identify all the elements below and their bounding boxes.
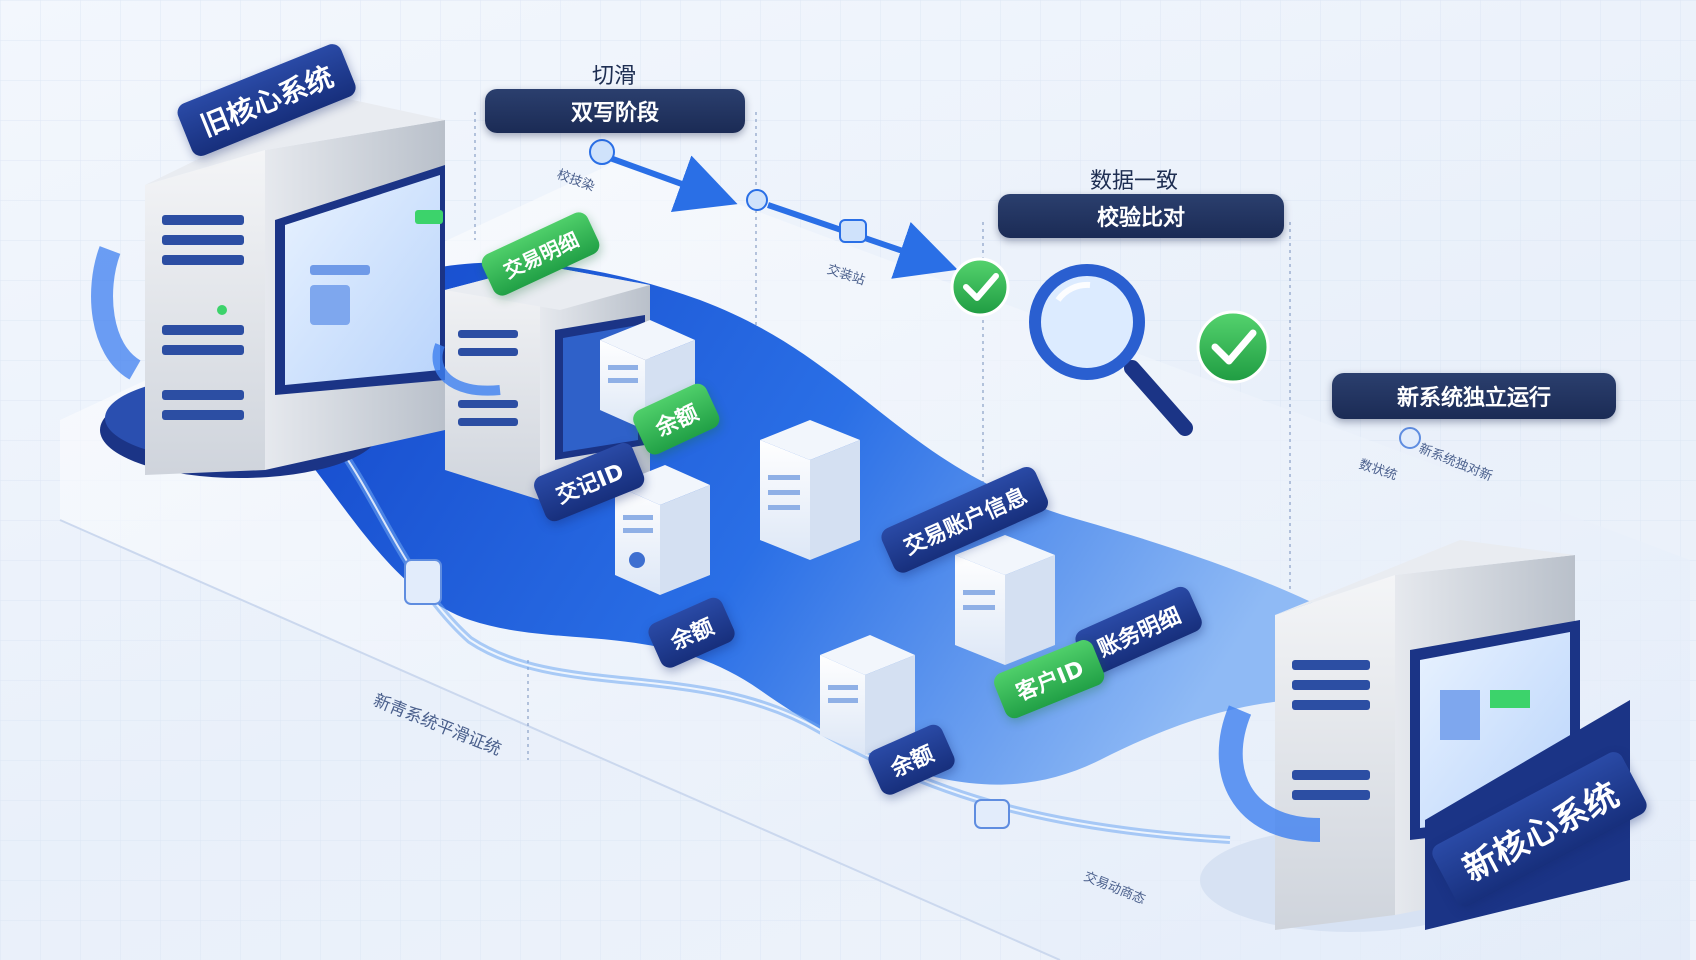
magnifier-icon — [1029, 264, 1193, 436]
verify-caption: 数据一致 — [1090, 169, 1179, 194]
data-documents — [600, 320, 1055, 755]
check-icon — [1196, 310, 1270, 384]
independent-stage-label: 新系统独立运行 — [1332, 373, 1616, 419]
old-core-server — [91, 95, 445, 478]
dual-write-stage-label: 双写阶段 — [485, 89, 745, 133]
cutover-caption: 切滑 — [592, 64, 637, 89]
check-icon — [950, 257, 1010, 317]
verify-stage-label: 校验比对 — [998, 194, 1284, 238]
